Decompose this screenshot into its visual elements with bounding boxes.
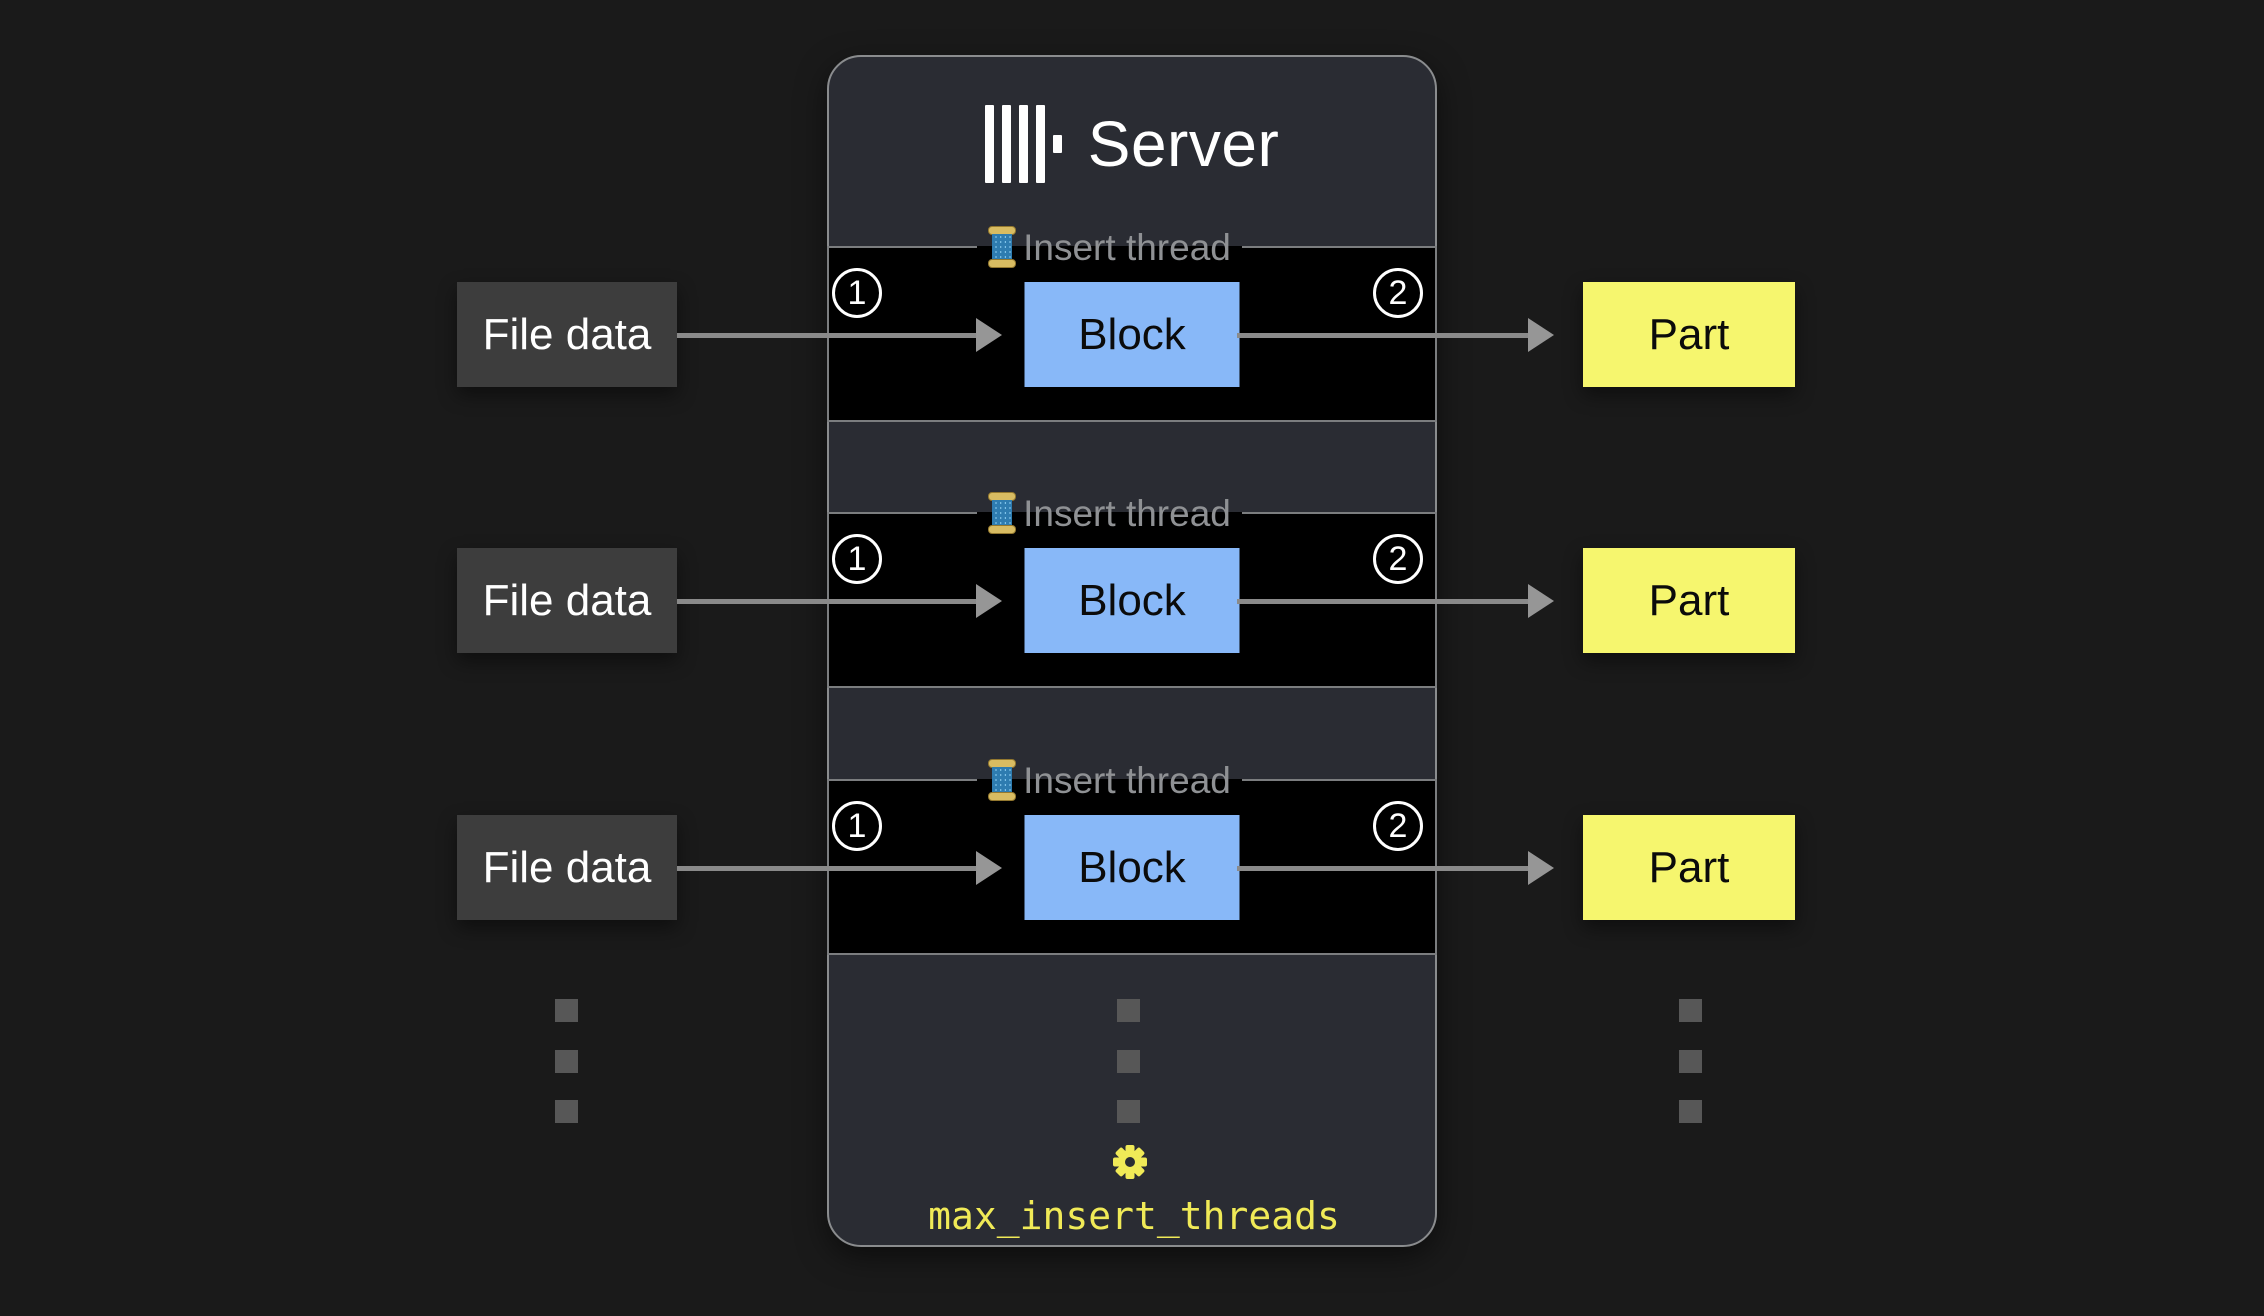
arrowhead-icon (1528, 584, 1554, 618)
file-data-box: File data (457, 548, 677, 653)
arrow-block-to-part (1237, 599, 1529, 604)
max-insert-threads-setting: max_insert_threads (928, 1194, 1340, 1238)
lane-top-border (1242, 246, 1435, 248)
step-2-badge: 2 (1373, 801, 1423, 851)
insert-thread-legend: Insert thread (977, 225, 1242, 269)
insert-thread-label: Insert thread (1023, 759, 1231, 801)
block-label: Block (1078, 575, 1186, 625)
step-1-badge: 1 (832, 801, 882, 851)
insert-thread-legend: Insert thread (977, 758, 1242, 802)
thread-spool-icon (988, 226, 1017, 268)
lane-top-border (1242, 779, 1435, 781)
lane-top-border (1242, 512, 1435, 514)
file-data-label: File data (482, 575, 652, 625)
thread-spool-icon (988, 759, 1017, 801)
part-label: Part (1648, 309, 1730, 359)
step-number: 2 (1388, 807, 1408, 845)
arrow-file-to-block (677, 866, 977, 871)
file-data-box: File data (457, 815, 677, 920)
file-data-label: File data (482, 842, 652, 892)
arrowhead-icon (1528, 851, 1554, 885)
arrow-block-to-part (1237, 866, 1529, 871)
server-title: Server (1087, 108, 1280, 180)
block-box: Block (1024, 815, 1240, 920)
part-box: Part (1583, 282, 1795, 387)
lane-top-border (829, 512, 977, 514)
arrowhead-icon (1528, 318, 1554, 352)
ellipsis-dot (1117, 1100, 1140, 1123)
ellipsis-file-column (555, 999, 578, 1123)
ellipsis-dot (1679, 1100, 1702, 1123)
ellipsis-block-column (1117, 999, 1140, 1123)
arrow-file-to-block (677, 333, 977, 338)
ellipsis-dot (1117, 1049, 1140, 1073)
part-box: Part (1583, 815, 1795, 920)
part-box: Part (1583, 548, 1795, 653)
block-box: Block (1024, 548, 1240, 653)
step-number: 1 (847, 274, 867, 312)
ellipsis-part-column (1679, 999, 1702, 1123)
insert-thread-label: Insert thread (1023, 492, 1231, 534)
lane-top-border (829, 246, 977, 248)
step-2-badge: 2 (1373, 268, 1423, 318)
part-label: Part (1648, 842, 1730, 892)
step-number: 1 (847, 540, 867, 578)
insert-thread-label: Insert thread (1023, 226, 1231, 268)
file-data-box: File data (457, 282, 677, 387)
arrowhead-icon (976, 584, 1002, 618)
step-1-badge: 1 (832, 268, 882, 318)
server-header: Server (829, 57, 1435, 247)
step-2-badge: 2 (1373, 534, 1423, 584)
clickhouse-logo-icon (984, 105, 1062, 183)
part-label: Part (1648, 575, 1730, 625)
file-data-label: File data (482, 309, 652, 359)
ellipsis-dot (1679, 1049, 1702, 1073)
ellipsis-dot (1117, 999, 1140, 1022)
block-label: Block (1078, 309, 1186, 359)
block-label: Block (1078, 842, 1186, 892)
ellipsis-dot (555, 999, 578, 1022)
ellipsis-dot (555, 1049, 578, 1073)
gear-icon (1113, 1145, 1147, 1179)
arrowhead-icon (976, 318, 1002, 352)
block-box: Block (1024, 282, 1240, 387)
arrow-block-to-part (1237, 333, 1529, 338)
lane-top-border (829, 779, 977, 781)
step-number: 1 (847, 807, 867, 845)
arrowhead-icon (976, 851, 1002, 885)
arrow-file-to-block (677, 599, 977, 604)
step-number: 2 (1388, 274, 1408, 312)
ellipsis-dot (1679, 999, 1702, 1022)
step-number: 2 (1388, 540, 1408, 578)
step-1-badge: 1 (832, 534, 882, 584)
thread-spool-icon (988, 492, 1017, 534)
ellipsis-dot (555, 1100, 578, 1123)
insert-thread-legend: Insert thread (977, 491, 1242, 535)
